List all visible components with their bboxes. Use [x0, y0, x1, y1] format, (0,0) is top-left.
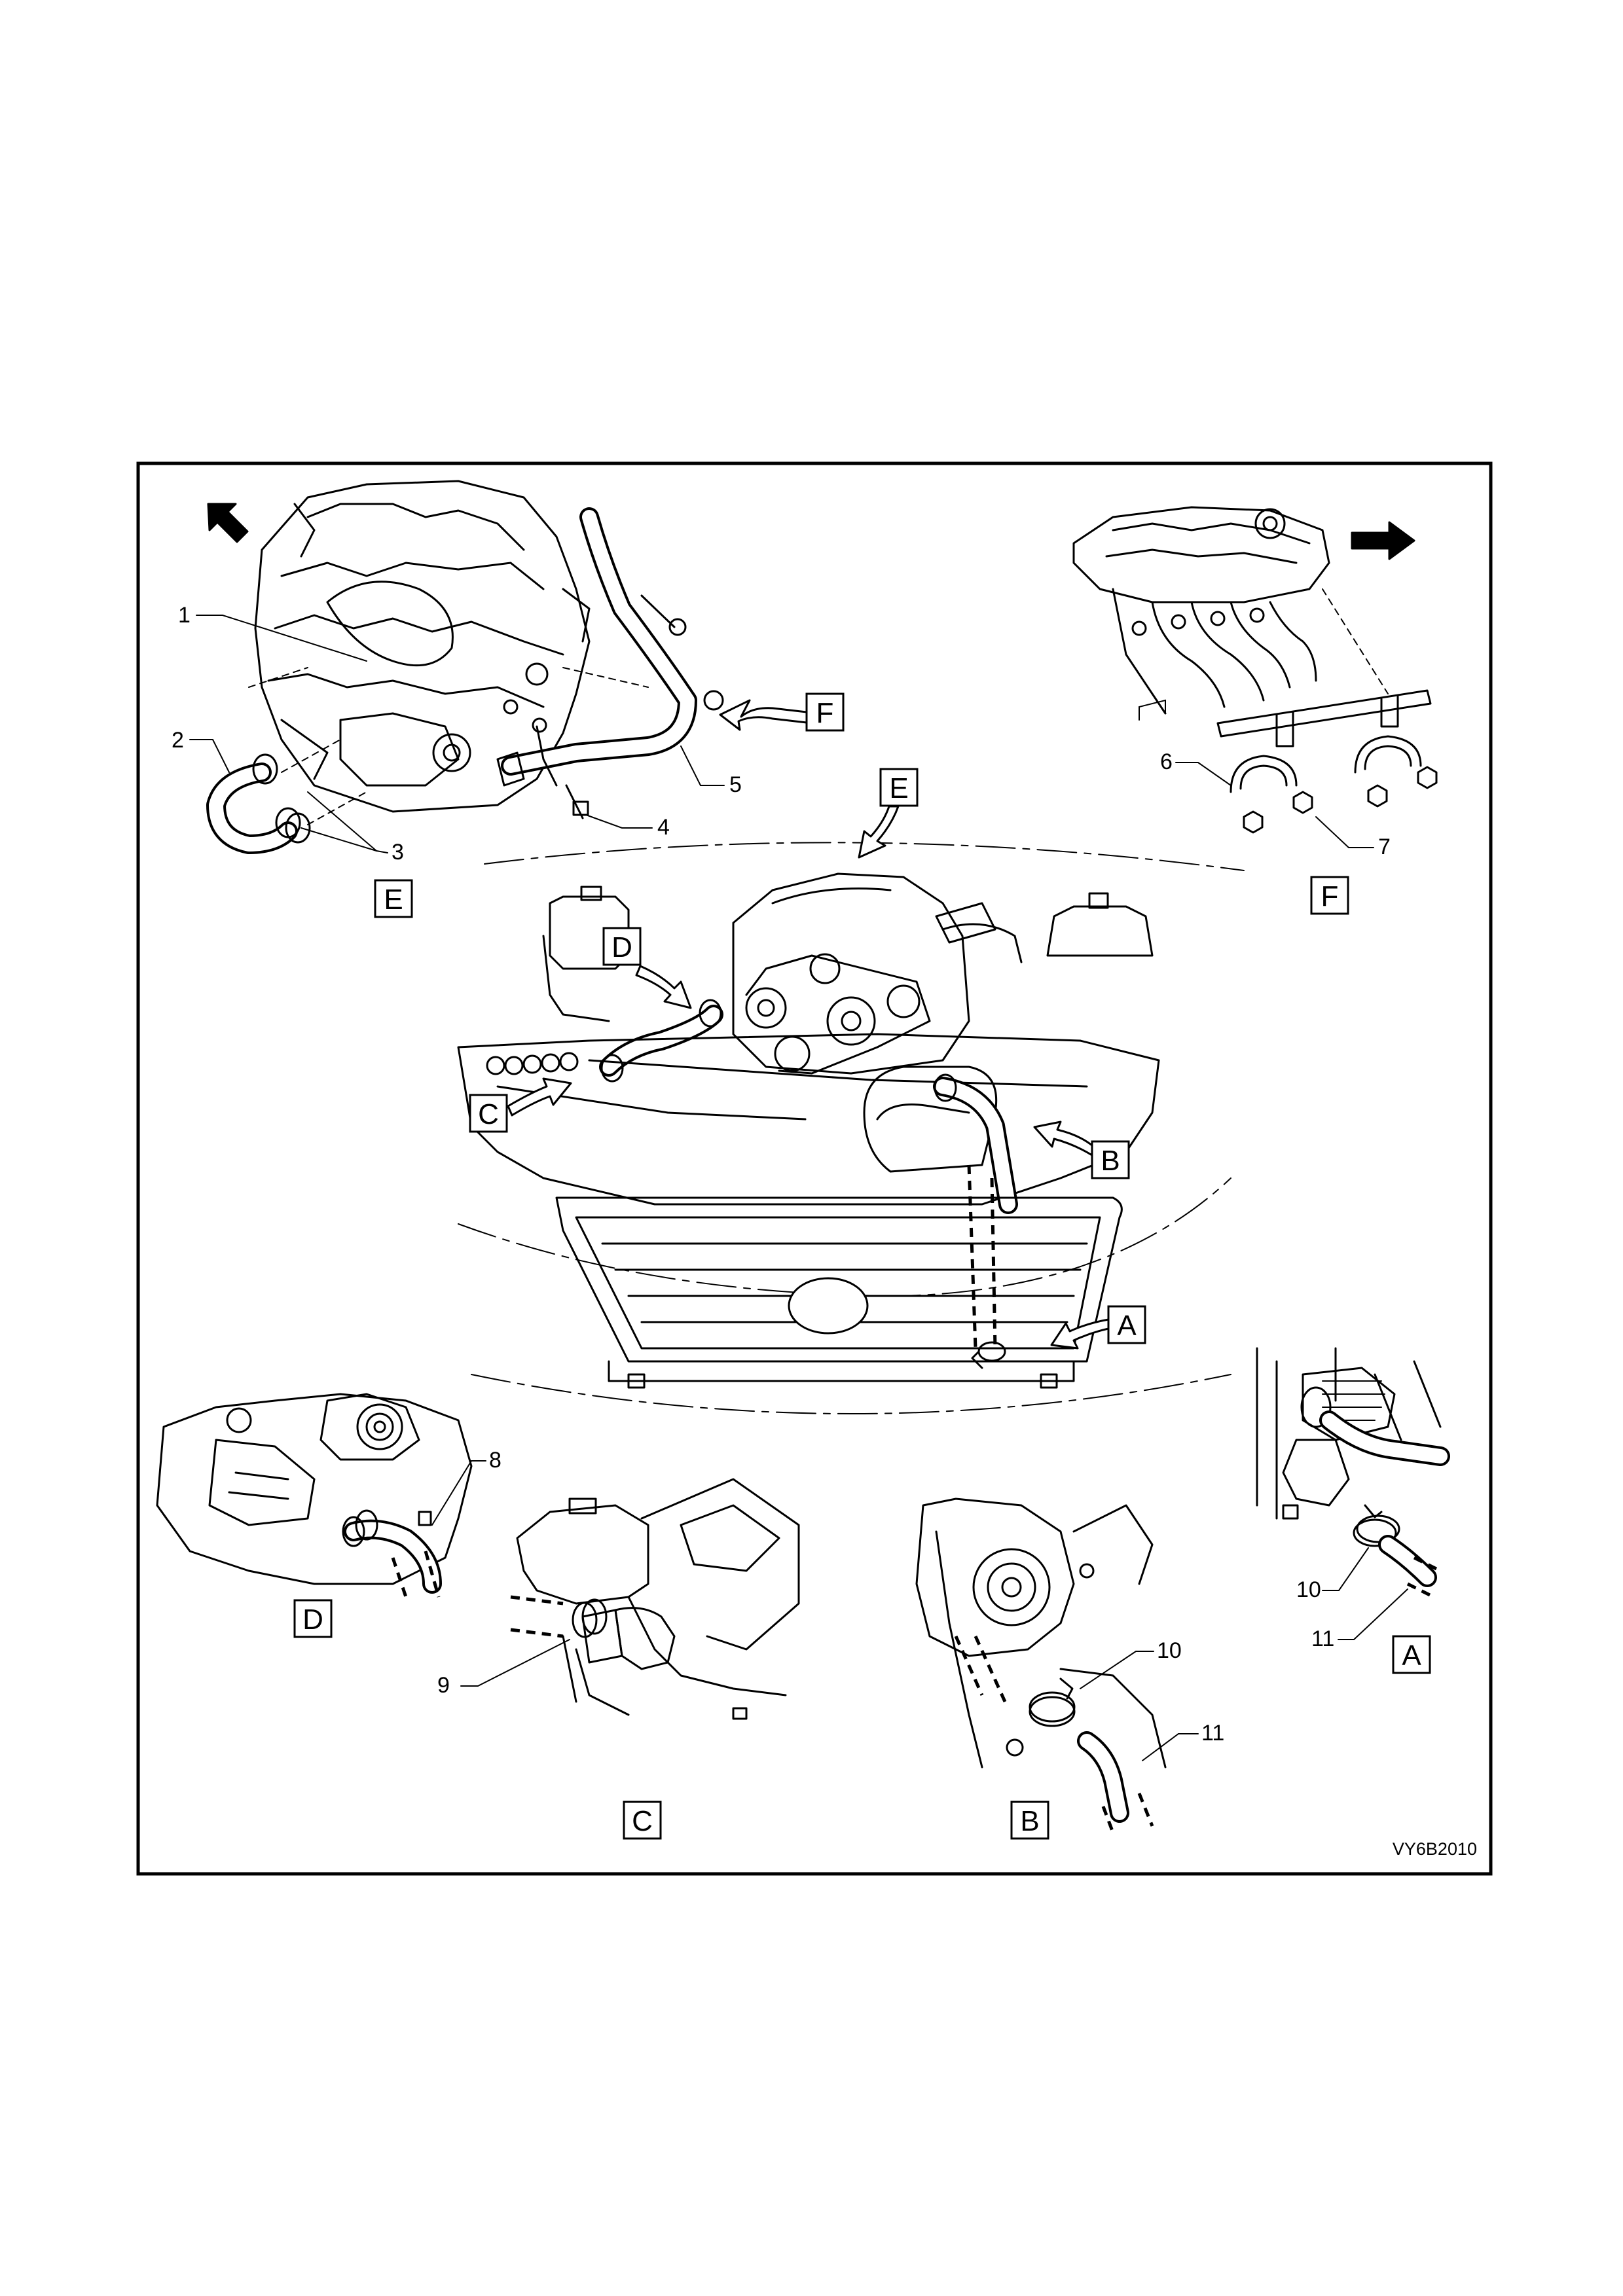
- view-arrow-c: C: [470, 1079, 571, 1132]
- callout-4: 4: [657, 815, 670, 840]
- callout-11-a: 11: [1311, 1626, 1334, 1651]
- svg-text:A: A: [1402, 1640, 1421, 1672]
- view-arrow-c-label: C: [478, 1098, 499, 1130]
- svg-text:D: D: [302, 1604, 323, 1636]
- callout-8: 8: [489, 1448, 501, 1473]
- view-b-illustration: [917, 1499, 1165, 1833]
- callout-1: 1: [178, 603, 191, 628]
- view-arrow-d-label: D: [611, 931, 632, 963]
- callout-6: 6: [1160, 749, 1173, 774]
- direction-arrow-icon: [208, 504, 247, 542]
- view-a-illustration: [1257, 1348, 1440, 1597]
- view-arrow-f-label: F: [816, 697, 834, 729]
- view-arrow-e-label: E: [889, 772, 908, 804]
- view-label-e: E: [375, 880, 412, 917]
- view-label-f: F: [1311, 877, 1348, 914]
- svg-text:E: E: [384, 884, 403, 916]
- callout-5: 5: [729, 772, 742, 797]
- view-f-exhaust-illustration: [1074, 507, 1436, 833]
- callout-7: 7: [1378, 834, 1391, 859]
- callout-10-b: 10: [1157, 1638, 1182, 1663]
- callouts-view-c: 9: [437, 1640, 570, 1698]
- view-label-a: A: [1393, 1636, 1430, 1673]
- svg-text:F: F: [1321, 880, 1339, 912]
- view-c-illustration: [511, 1479, 799, 1719]
- view-label-d: D: [295, 1600, 331, 1637]
- view-arrow-e: E: [859, 769, 917, 857]
- view-arrow-a-label: A: [1117, 1310, 1137, 1342]
- callout-3: 3: [392, 840, 404, 865]
- callouts-view-a: 10 11: [1296, 1548, 1408, 1651]
- view-label-c: C: [624, 1802, 661, 1839]
- view-label-b: B: [1012, 1802, 1048, 1839]
- figure-code: VY6B2010: [1393, 1839, 1477, 1859]
- callout-10-a: 10: [1296, 1577, 1321, 1602]
- view-arrow-b-label: B: [1101, 1145, 1120, 1177]
- direction-arrow-icon: [1352, 522, 1414, 559]
- view-d-illustration: [157, 1394, 471, 1597]
- svg-text:B: B: [1020, 1805, 1039, 1837]
- callout-11-b: 11: [1201, 1721, 1224, 1746]
- view-arrow-f: F: [720, 694, 843, 730]
- figure-frame: [138, 463, 1491, 1874]
- view-e-engine-illustration: [216, 481, 723, 844]
- callout-2: 2: [172, 728, 184, 753]
- svg-text:C: C: [632, 1805, 653, 1837]
- callout-9: 9: [437, 1673, 450, 1698]
